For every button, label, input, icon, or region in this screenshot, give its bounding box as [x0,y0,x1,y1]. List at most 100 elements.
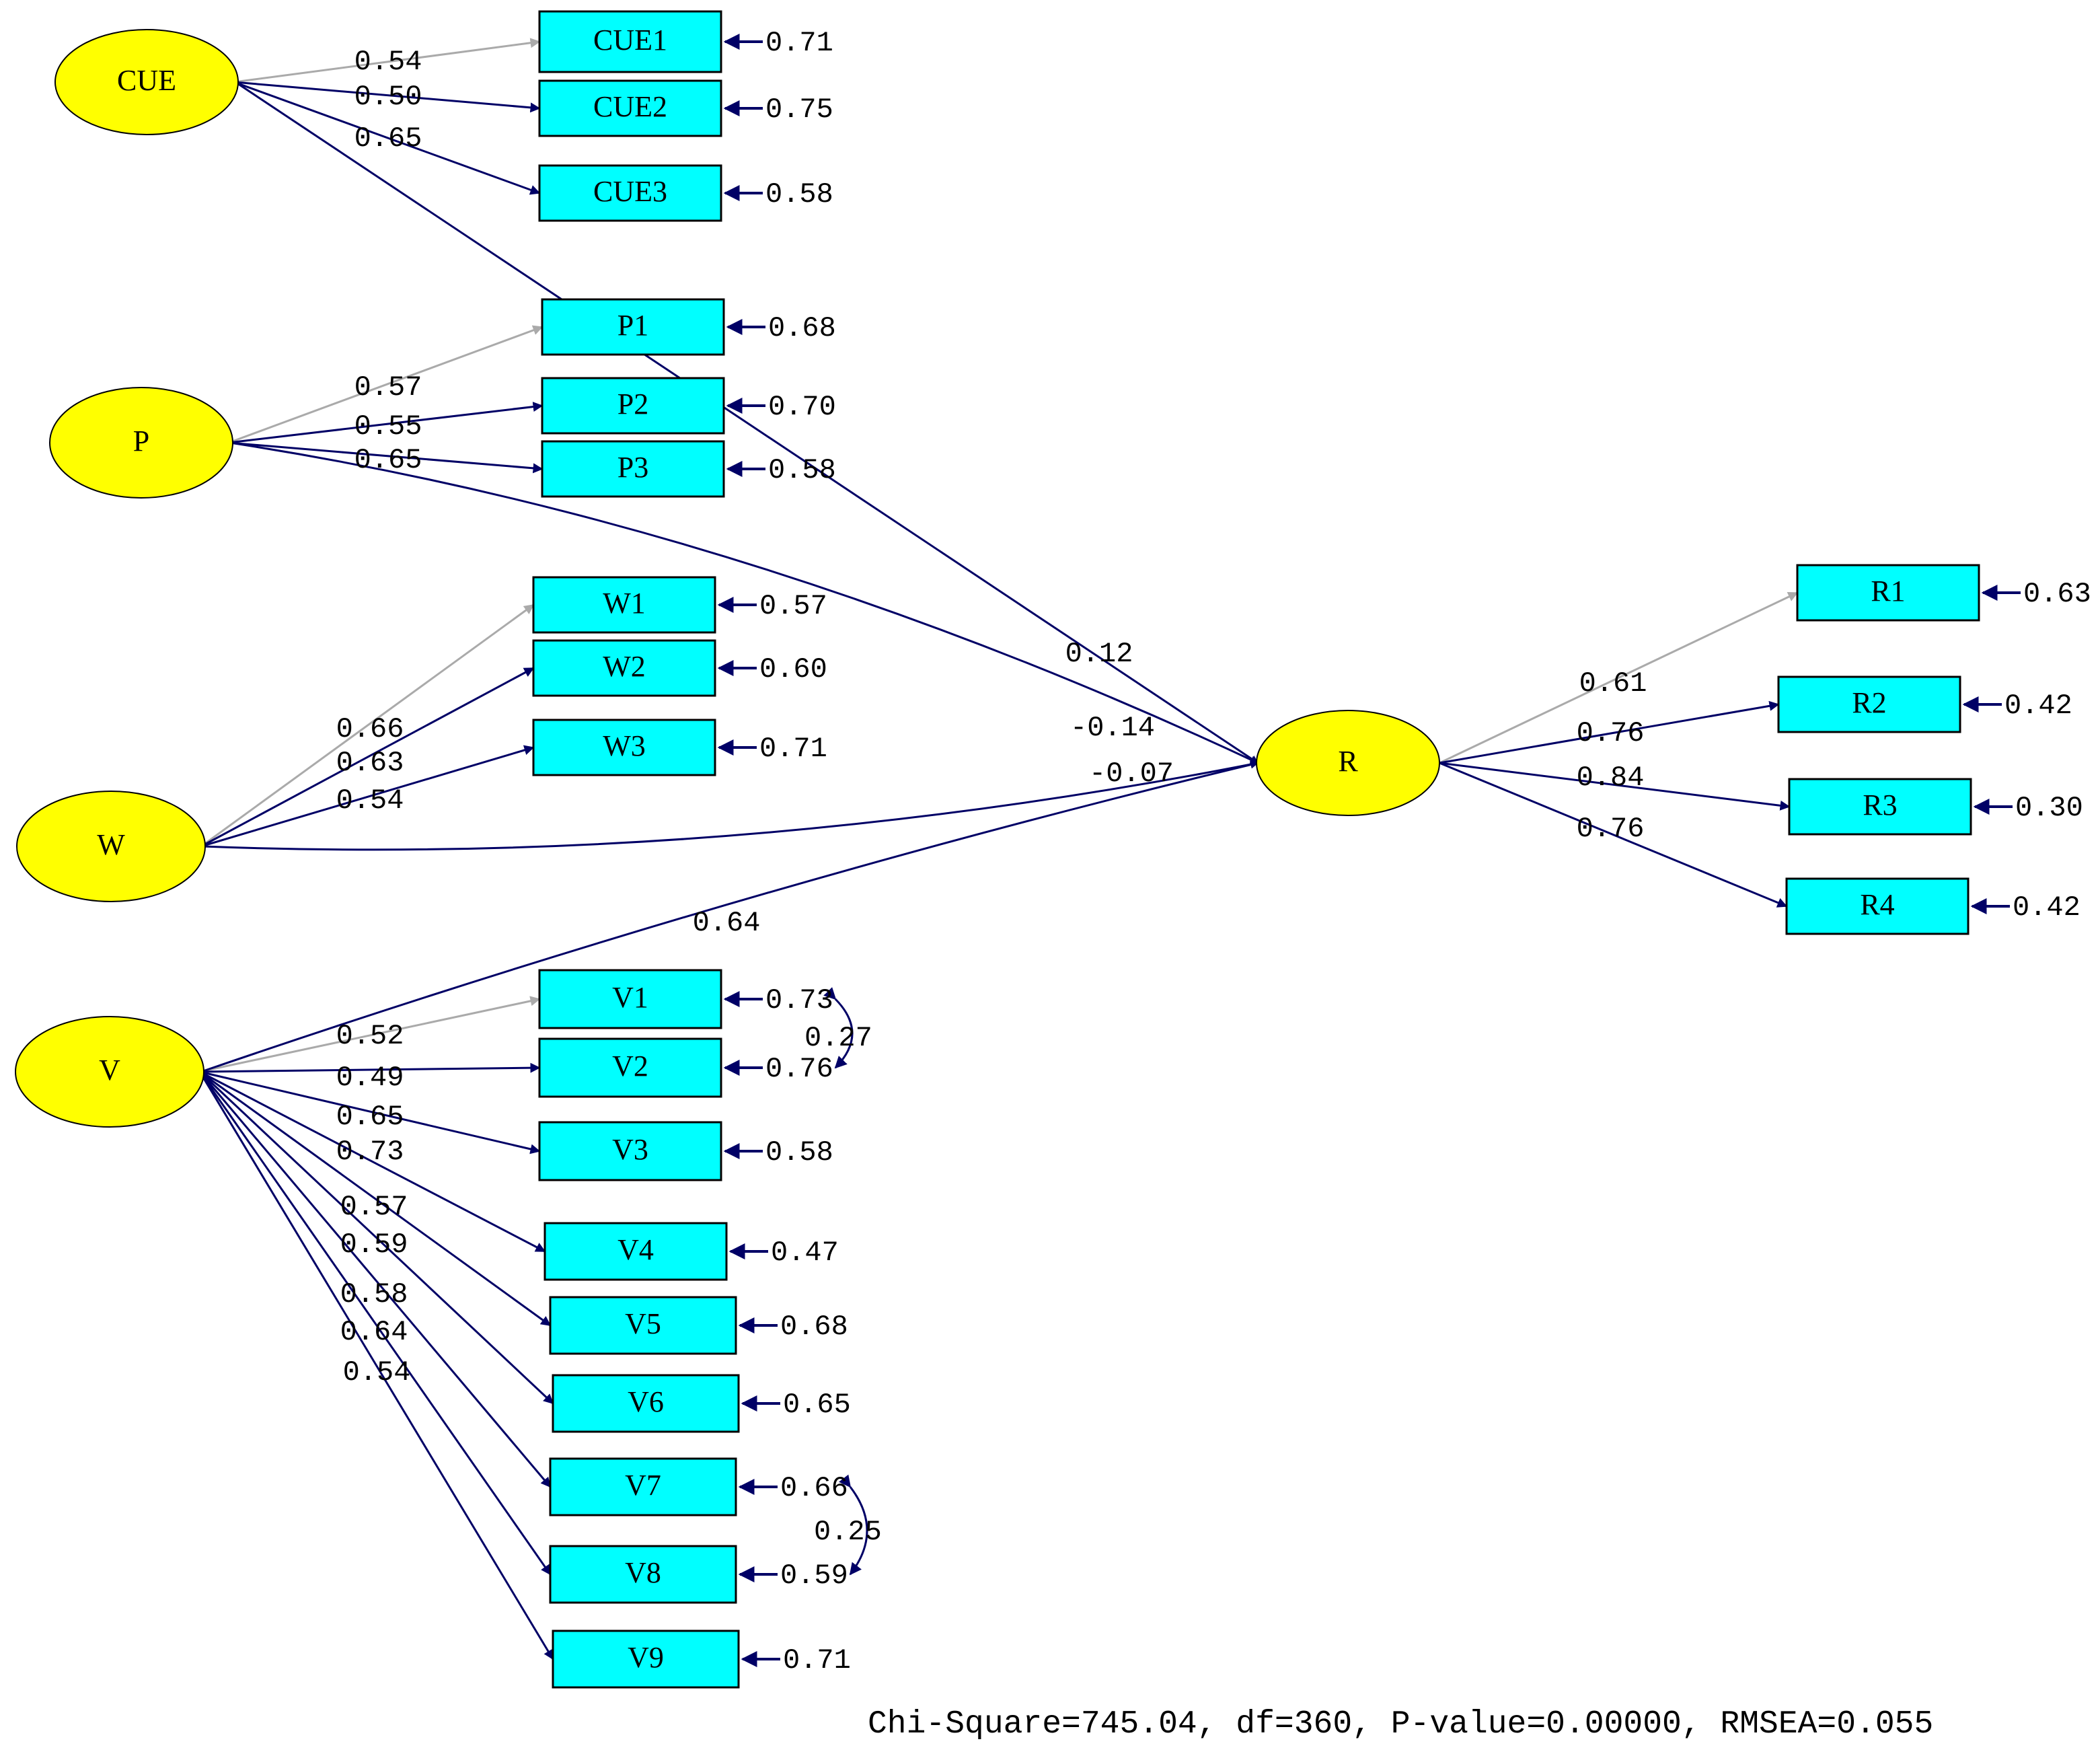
loading-label-v2: 0.49 [336,1062,404,1094]
indicator-r2[interactable] [1777,675,1961,733]
loading-label-v3: 0.65 [336,1101,404,1133]
indicator-v9[interactable] [552,1630,740,1689]
loading-label-v5: 0.57 [340,1191,408,1223]
indicator-label-v6: V6 [628,1385,664,1418]
indicator-label-p2: P2 [617,388,648,420]
loading-path-v1 [199,996,541,1073]
error-variance-label-w3: 0.71 [759,733,827,765]
loading-label-w1: 0.66 [336,713,404,745]
loading-label-p2: 0.55 [354,410,422,443]
loading-path-r3 [1439,762,1791,811]
indicator-label-v2: V2 [612,1050,648,1083]
loading-path-v2 [199,1062,541,1073]
latent-w[interactable] [16,791,206,902]
loading-path-v6 [198,1070,554,1405]
indicator-cue3[interactable] [538,164,722,222]
indicator-v5[interactable] [549,1296,737,1355]
error-variance-label-r3: 0.30 [2015,792,2083,824]
latent-label-cue: CUE [117,64,176,97]
indicator-cue1[interactable] [538,10,722,73]
latent-p[interactable] [49,387,233,499]
error-variance-label-cue1: 0.71 [765,27,833,59]
structural-path-w-r [202,760,1259,851]
indicator-r1[interactable] [1796,564,1980,622]
loading-label-p1: 0.57 [354,371,422,404]
loading-path-r4 [1439,762,1788,908]
indicator-v3[interactable] [538,1121,722,1181]
error-variance-label-v5: 0.68 [780,1311,848,1343]
indicator-v8[interactable] [549,1545,737,1604]
loading-label-v8: 0.64 [340,1316,408,1348]
structural-path-cue-r [235,81,1259,764]
indicator-cue2[interactable] [538,79,722,137]
indicator-label-v3: V3 [612,1133,648,1166]
indicator-label-v5: V5 [625,1307,661,1340]
indicator-label-v7: V7 [625,1469,661,1502]
loading-path-v4 [199,1070,546,1253]
indicator-v4[interactable] [543,1222,728,1281]
indicator-p3[interactable] [541,440,725,498]
structural-coef-v-r: 0.64 [693,907,761,939]
indicator-w1[interactable] [532,576,716,634]
error-variance-label-r4: 0.42 [2013,891,2080,924]
indicator-label-r4: R4 [1860,888,1894,921]
indicator-v2[interactable] [538,1037,722,1098]
latent-label-r: R [1338,745,1358,778]
loading-label-cue2: 0.50 [354,81,422,113]
error-variance-label-v1: 0.73 [765,984,833,1017]
indicator-label-v4: V4 [617,1233,654,1266]
indicator-v1[interactable] [538,969,722,1029]
indicator-v7[interactable] [549,1457,737,1516]
loading-label-r3: 0.84 [1577,762,1645,794]
latent-cue[interactable] [54,29,239,135]
loading-label-v1: 0.52 [336,1020,404,1052]
error-variance-label-p2: 0.70 [768,391,836,423]
structural-coef-cue-r: 0.12 [1065,638,1133,670]
error-variance-label-p3: 0.58 [768,454,836,486]
structural-coef-p-r: -0.14 [1070,712,1155,744]
error-variance-label-w1: 0.57 [759,590,827,622]
error-variance-label-v8: 0.59 [780,1560,848,1592]
indicator-label-p1: P1 [617,309,648,342]
latent-label-w: W [97,828,125,861]
indicator-w2[interactable] [532,639,716,697]
error-variance-label-cue2: 0.75 [765,94,833,126]
error-covariance-label-v1-v2: 0.27 [804,1022,872,1054]
latent-r[interactable] [1256,710,1440,816]
indicator-r4[interactable] [1785,877,1970,935]
loading-label-v7: 0.58 [340,1278,408,1311]
loading-label-p3: 0.65 [354,444,422,476]
error-variance-label-r1: 0.63 [2023,578,2091,610]
loading-path-p2 [228,402,543,444]
indicator-label-v1: V1 [612,981,648,1014]
indicator-label-r1: R1 [1871,575,1905,608]
error-covariance-label-v7-v8: 0.25 [814,1516,882,1548]
loading-label-r2: 0.76 [1577,717,1645,749]
indicator-label-v9: V9 [628,1641,664,1674]
loading-label-w2: 0.63 [336,747,404,779]
indicator-label-v8: V8 [625,1556,661,1589]
error-covariance-v7-v8 [838,1474,868,1576]
error-variance-label-v3: 0.58 [765,1136,833,1169]
error-variance-label-v9: 0.71 [783,1644,851,1677]
indicator-v6[interactable] [552,1374,740,1433]
paths-layer [198,34,2021,1667]
latent-label-v: V [99,1054,120,1087]
error-covariance-v1-v2 [823,987,854,1069]
loading-path-v7 [198,1071,552,1488]
loading-label-w3: 0.54 [336,784,404,817]
indicator-p2[interactable] [541,377,725,435]
loading-path-p1 [228,325,543,444]
indicator-r3[interactable] [1788,778,1972,836]
indicator-label-w2: W2 [603,650,646,683]
fit-statistics: Chi-Square=745.04, df=360, P-value=0.000… [868,1706,1933,1743]
error-variance-label-v2: 0.76 [765,1053,833,1085]
indicator-w3[interactable] [532,719,716,776]
error-variance-label-v6: 0.65 [783,1389,851,1421]
latent-v[interactable] [15,1016,204,1128]
loading-path-v5 [199,1070,552,1327]
loading-path-cue3 [233,81,541,195]
indicator-p1[interactable] [541,298,725,356]
indicator-label-w1: W1 [603,587,646,620]
